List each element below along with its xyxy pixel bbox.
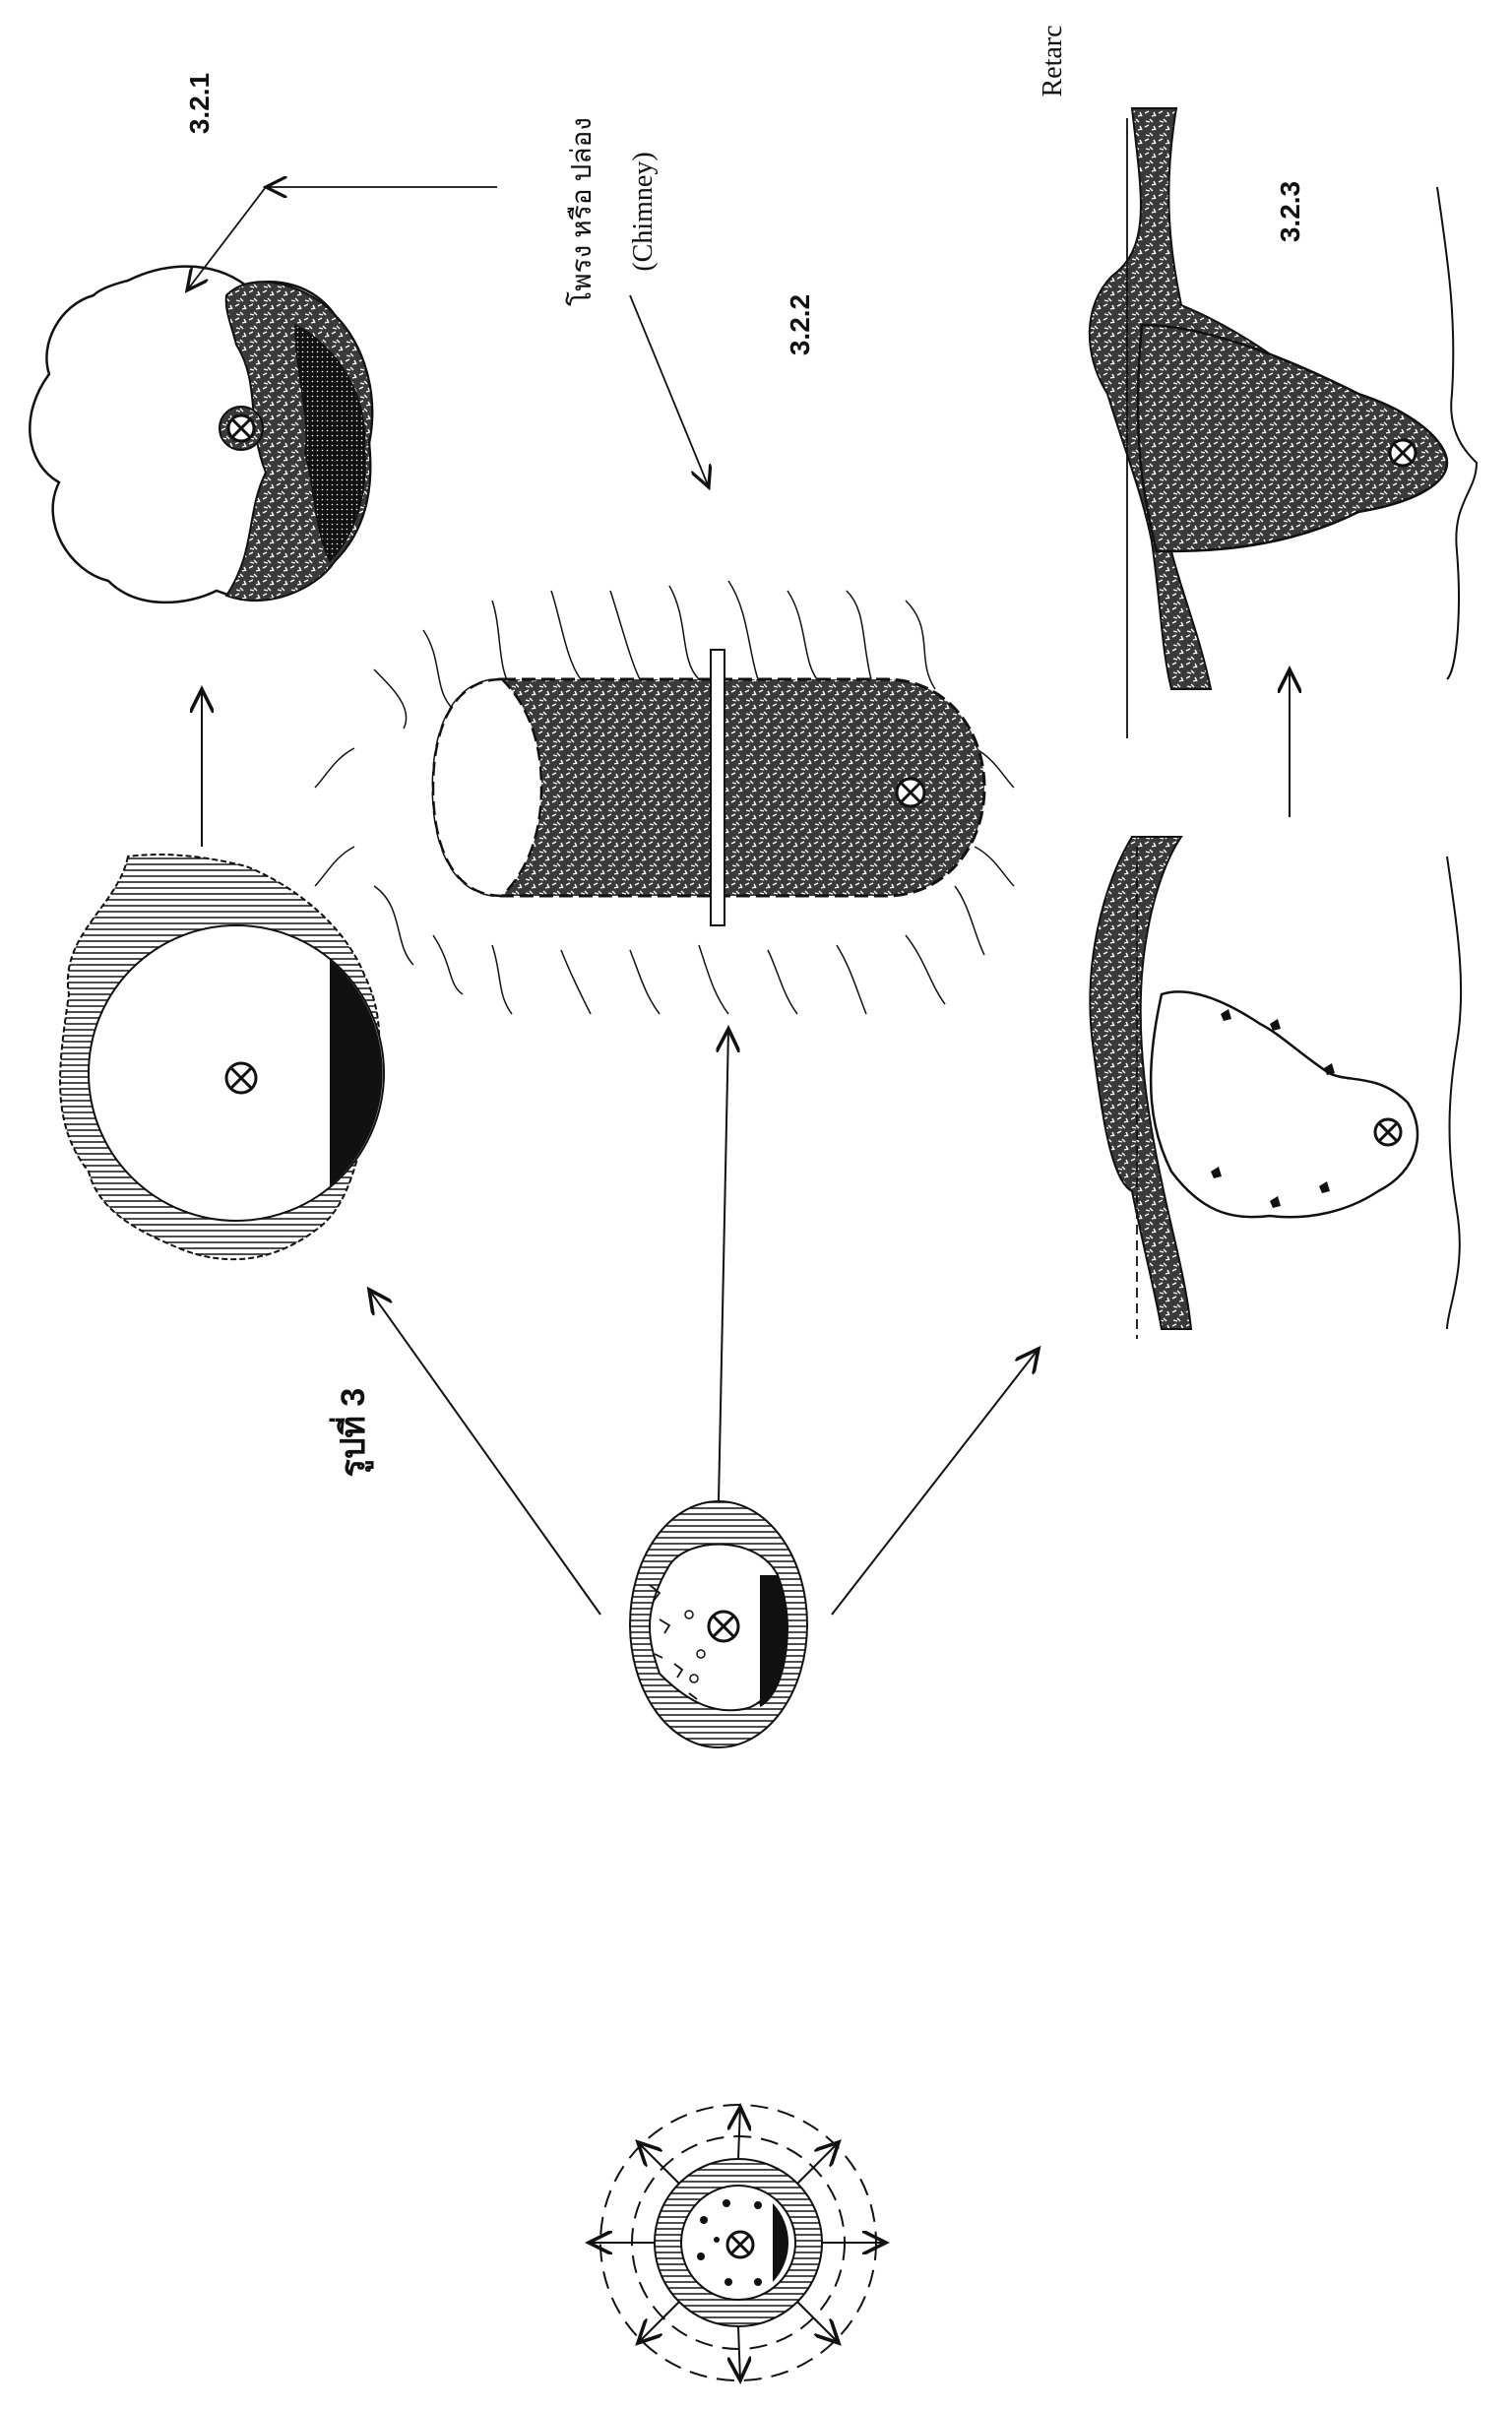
panel-label-3-2-2: 3.2.2 — [785, 294, 815, 355]
panel-label-322-group: 3.2.2 — [785, 294, 815, 355]
retard-group: Retarc — [1038, 25, 1068, 96]
panel-321-pointer — [187, 187, 497, 290]
panel-321-result — [30, 267, 372, 602]
chimney-en-group: (Chimney) — [628, 152, 659, 271]
panel-label-3-2-1: 3.2.1 — [184, 73, 215, 134]
panel-label-321-group: 3.2.1 — [184, 73, 215, 134]
initial-focus-diagram — [589, 2105, 886, 2380]
chimney-label-en: (Chimney) — [628, 152, 659, 271]
panel-label-3-2-3: 3.2.3 — [1275, 181, 1305, 242]
figure-title-group: รูปที่ 3 — [329, 1388, 374, 1478]
panel-322-chimney — [315, 581, 1014, 1014]
panel-323-precursor — [1090, 837, 1461, 1339]
figure-title: รูปที่ 3 — [329, 1388, 374, 1478]
panel-label-323-group: 3.2.3 — [1275, 181, 1305, 242]
chimney-thai-group: โพรง หรือ ปล่อง — [565, 117, 598, 306]
chimney-pointer — [630, 295, 709, 487]
chimney-label-thai: โพรง หรือ ปล่อง — [565, 117, 598, 306]
central-lesion-diagram — [630, 1501, 807, 1747]
panel-321-precursor — [60, 855, 384, 1259]
retard-label: Retarc — [1038, 25, 1068, 96]
